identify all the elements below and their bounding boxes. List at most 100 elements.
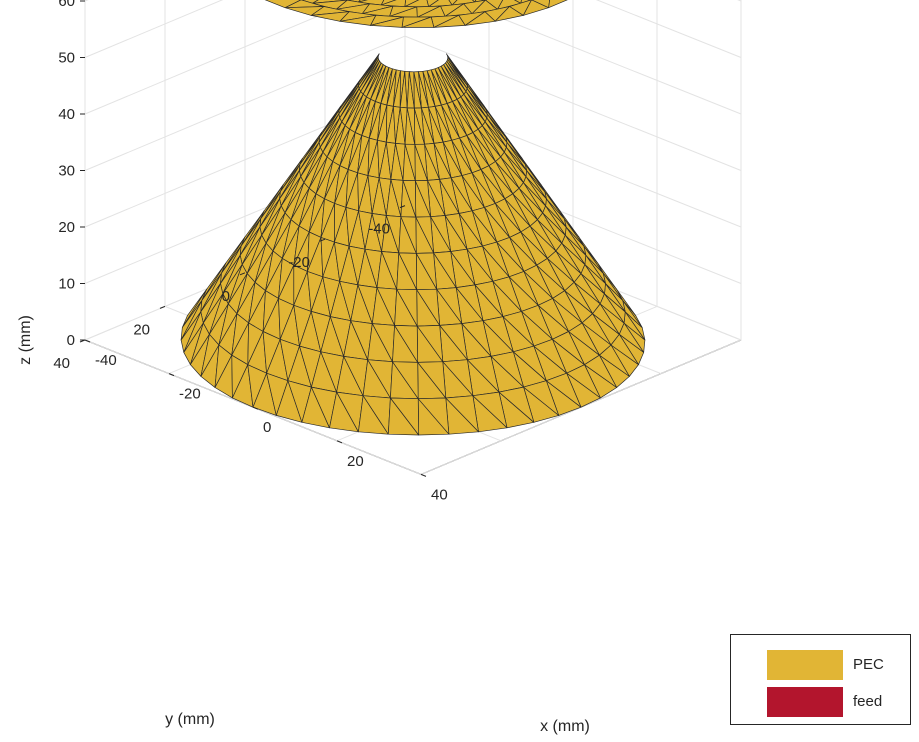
mesh-triangle — [552, 331, 585, 366]
mesh-triangle — [508, 271, 539, 306]
mesh-triangle — [566, 364, 601, 399]
mesh-triangle — [523, 264, 553, 299]
mesh-triangle — [390, 397, 420, 436]
top-disc-surface — [264, 0, 568, 28]
x-axis-label: x (mm) — [540, 718, 590, 735]
mesh-triangle — [434, 104, 453, 141]
mesh-triangle — [404, 143, 416, 182]
x-tick-label: 0 — [263, 419, 271, 436]
mesh-triangle — [512, 187, 538, 221]
mesh-triangle — [536, 258, 566, 292]
mesh-triangle — [498, 386, 535, 423]
x-tick-label: -40 — [95, 352, 117, 369]
mesh-triangle — [442, 359, 474, 397]
mesh-triangle — [471, 207, 498, 243]
mesh-triangle — [537, 212, 563, 244]
mesh-triangle — [488, 161, 514, 195]
mesh-triangle — [450, 175, 473, 212]
grid-line — [595, 0, 742, 58]
mesh-triangle — [494, 6, 524, 22]
mesh-triangle — [531, 0, 551, 9]
mesh-triangle — [455, 284, 484, 322]
mesh-triangle — [512, 345, 547, 382]
z-tick-labels: 010203040506070 — [58, 0, 85, 349]
z-tick-label: 60 — [58, 0, 75, 10]
y-tick-mark — [239, 272, 246, 276]
mesh-triangle — [436, 287, 463, 324]
legend: PEC feed — [730, 634, 911, 725]
mesh-triangle — [452, 98, 474, 133]
mesh-triangle — [545, 372, 582, 408]
mesh-triangle — [584, 354, 618, 388]
mesh-triangle — [427, 179, 446, 216]
mesh-triangle — [451, 137, 473, 174]
mesh-triangle — [461, 172, 485, 208]
mesh-triangle — [568, 322, 600, 356]
mesh-triangle — [503, 146, 527, 177]
mesh-triangle — [537, 298, 569, 332]
mesh-triangle — [310, 11, 350, 22]
mesh-triangle — [408, 71, 415, 109]
mesh-triangle — [413, 71, 422, 109]
y-axis-label: y (mm) — [165, 711, 215, 728]
mesh-triangle — [592, 303, 620, 335]
z-axis-label: z (mm) — [17, 315, 34, 365]
mesh-triangle — [442, 139, 463, 176]
mesh-triangle — [415, 216, 434, 254]
mesh-triangle — [447, 55, 468, 84]
mesh-triangle — [430, 215, 452, 252]
mesh-triangle — [523, 176, 546, 207]
mesh-triangle — [495, 156, 520, 189]
mesh-triangle — [456, 96, 479, 130]
mesh-triangle — [394, 325, 419, 363]
mesh-triangle — [301, 0, 319, 4]
x-tick-label: 40 — [431, 486, 448, 503]
y-tick-label: -40 — [368, 221, 390, 238]
mesh-triangle — [441, 103, 460, 139]
mesh-triangle — [466, 132, 490, 167]
mesh-triangle — [490, 351, 524, 388]
y-tick-mark — [319, 238, 326, 242]
mesh-triangle — [422, 70, 436, 107]
mesh-triangle — [424, 143, 440, 180]
mesh-triangle — [547, 250, 575, 283]
mesh-triangle — [502, 311, 535, 347]
mesh-triangle — [445, 395, 479, 433]
mesh-triangle — [433, 141, 452, 179]
y-tick-mark — [399, 205, 406, 209]
mesh-triangle — [439, 323, 468, 361]
mesh-triangle — [445, 60, 467, 92]
x-tick-mark — [168, 373, 175, 377]
z-tick-label: 30 — [58, 163, 75, 180]
mesh-triangle — [417, 397, 450, 435]
mesh-triangle — [400, 216, 417, 254]
mesh-triangle — [496, 237, 525, 272]
mesh-triangle — [447, 57, 468, 87]
legend-swatch-feed — [767, 687, 843, 717]
mesh-triangle — [433, 251, 457, 288]
mesh-triangle — [523, 380, 560, 416]
mesh-triangle — [482, 316, 514, 353]
mesh-triangle — [548, 0, 568, 9]
mesh-triangle — [416, 288, 441, 326]
mesh-triangle — [599, 293, 625, 324]
mesh-triangle — [581, 313, 612, 346]
mesh-triangle — [443, 62, 465, 95]
mesh-triangle — [464, 11, 496, 26]
mesh-triangle — [518, 182, 544, 214]
y-tick-label: 20 — [133, 321, 150, 338]
mesh-triangle — [521, 304, 553, 340]
mesh-triangle — [461, 320, 492, 357]
mesh-triangle — [339, 14, 377, 26]
grid-line — [84, 35, 406, 171]
mesh-triangle — [398, 252, 418, 291]
mesh-triangle — [264, 0, 302, 9]
mesh-triangle — [533, 338, 568, 374]
mesh-triangle — [481, 121, 505, 153]
mesh-triangle — [417, 361, 447, 399]
mesh-triangle — [529, 219, 557, 252]
mesh-triangle — [440, 64, 462, 98]
mesh-triangle — [392, 361, 419, 400]
